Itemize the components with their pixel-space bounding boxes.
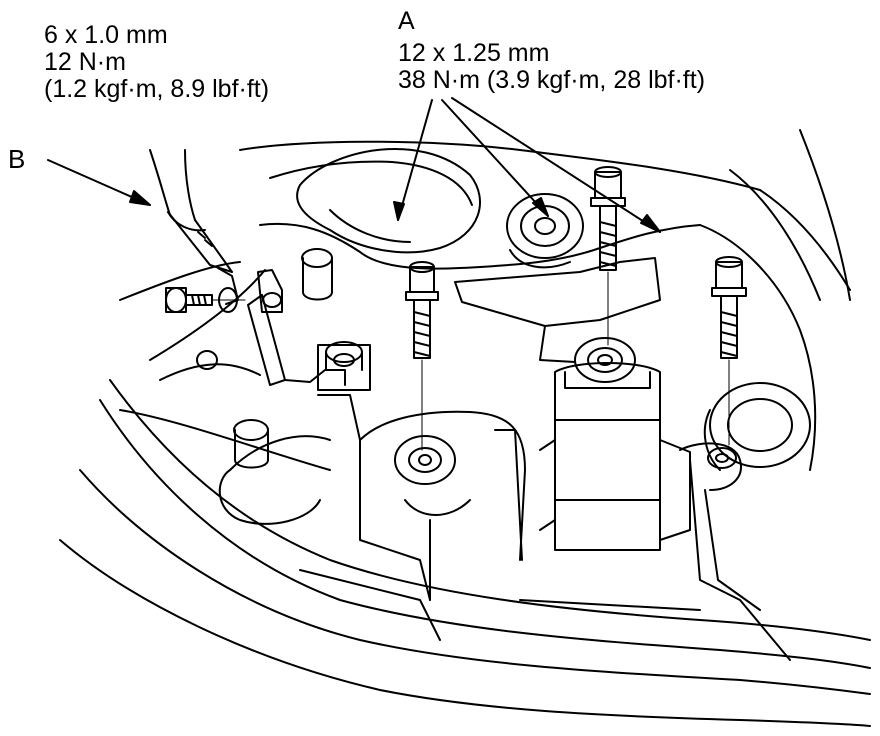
- link-arm: [679, 442, 791, 661]
- leader-lines: [47, 97, 661, 233]
- bolt-right: [711, 256, 747, 446]
- subframe: [59, 379, 871, 727]
- transmission-case: [119, 129, 851, 471]
- label-a: A: [398, 7, 415, 35]
- large-bolt-size: 12 x 1.25 mm: [398, 39, 550, 67]
- small-bolt-torque: 12 N·m: [44, 48, 126, 76]
- small-bolt-spec: 6 x 1.0 mm 12 N·m (1.2 kgf·m, 8.9 lbf·ft…: [44, 22, 269, 103]
- ground-cable: [149, 149, 239, 313]
- lower-stud: [218, 419, 321, 525]
- small-bolt-torque-alt: (1.2 kgf·m, 8.9 lbf·ft): [44, 75, 270, 103]
- mount-bracket: [317, 394, 526, 601]
- callout-a-label: A: [398, 8, 415, 35]
- ground-bracket: [247, 294, 371, 391]
- dowel-pin: [196, 248, 333, 370]
- large-bolt-spec: 12 x 1.25 mm 38 N·m (3.9 kgf·m, 28 lbf·f…: [398, 40, 705, 94]
- clip-nut: [257, 269, 283, 313]
- callout-b-label: B: [8, 146, 25, 173]
- bolt-center: [590, 166, 626, 346]
- large-bolt-torque: 38 N·m (3.9 kgf·m, 28 lbf·ft): [398, 66, 706, 94]
- small-bolt: [165, 287, 246, 313]
- bolt-left: [405, 261, 439, 451]
- small-bolt-size: 6 x 1.0 mm: [44, 21, 168, 49]
- label-b: B: [8, 144, 26, 174]
- right-boss: [703, 382, 811, 471]
- rubber-mount: [539, 337, 691, 551]
